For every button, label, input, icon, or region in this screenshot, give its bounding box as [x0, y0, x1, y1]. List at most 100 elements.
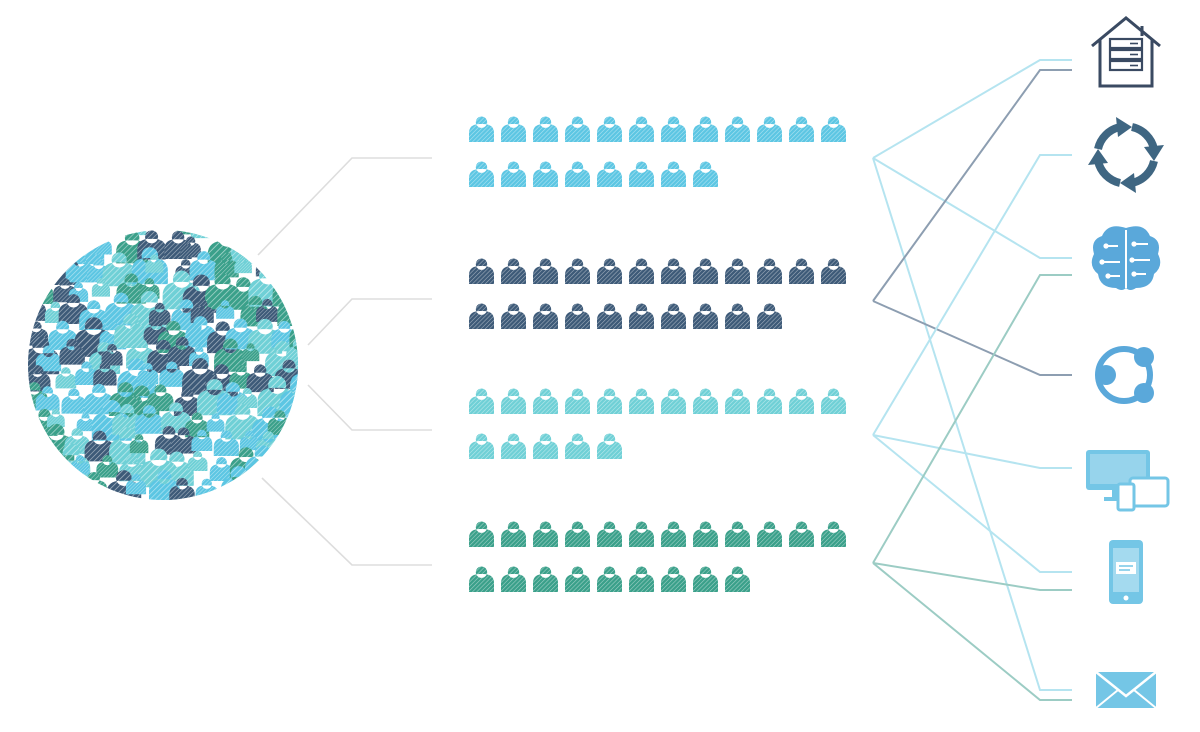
- segment-navy: [469, 258, 846, 329]
- segment-person: [821, 388, 846, 414]
- segment-aqua: [469, 388, 846, 459]
- segment-person: [661, 521, 686, 547]
- crowd-connector-1: [257, 157, 432, 256]
- segment-person: [597, 161, 622, 187]
- crowd-person: [291, 408, 298, 433]
- crowd-person: [96, 455, 119, 478]
- crowd-person: [28, 294, 47, 321]
- segment-person: [725, 521, 750, 547]
- segment-person: [565, 521, 590, 547]
- crowd-person: [272, 271, 298, 307]
- crowd-person: [190, 299, 214, 323]
- crowd-person: [187, 450, 208, 472]
- segment-person: [469, 566, 494, 592]
- link-10: [872, 562, 1072, 591]
- crowd-person: [216, 300, 235, 319]
- segment-person: [565, 388, 590, 414]
- segment-person: [661, 258, 686, 284]
- segment-person: [597, 388, 622, 414]
- segment-person: [725, 388, 750, 414]
- mobile-phone-icon: [1109, 540, 1143, 604]
- crowd-person: [189, 251, 219, 281]
- crowd-person: [239, 430, 259, 451]
- segment-person: [725, 116, 750, 142]
- segment-person: [501, 161, 526, 187]
- segment-person: [565, 303, 590, 329]
- segment-person: [533, 388, 558, 414]
- crowd-person: [61, 388, 87, 414]
- segment-teal: [469, 521, 846, 592]
- link-6: [872, 154, 1072, 436]
- link-3: [872, 157, 1072, 691]
- crowd-person: [246, 364, 274, 393]
- crowd-person: [109, 427, 146, 465]
- crowd-connector-3: [307, 384, 432, 431]
- segment-person: [757, 521, 782, 547]
- crowd-person: [170, 427, 197, 454]
- share-network-icon: [1095, 346, 1154, 404]
- segment-person: [469, 388, 494, 414]
- segment-person: [565, 433, 590, 459]
- segment-person: [533, 433, 558, 459]
- segment-person: [533, 161, 558, 187]
- crowd-person: [55, 367, 77, 389]
- crowd-person: [169, 477, 195, 500]
- link-2: [872, 157, 1072, 259]
- crowd-person: [65, 253, 94, 283]
- crowd-person: [209, 457, 234, 482]
- segment-person: [629, 116, 654, 142]
- segment-person: [629, 161, 654, 187]
- segment-to-channel-links: [872, 59, 1072, 701]
- segment-person: [597, 433, 622, 459]
- crowd-person: [125, 230, 147, 236]
- segment-person: [469, 433, 494, 459]
- email-envelope-icon: [1095, 671, 1157, 709]
- crowd-person: [159, 361, 185, 387]
- ai-brain-icon: [1091, 226, 1161, 290]
- segment-person: [501, 521, 526, 547]
- segment-person: [501, 116, 526, 142]
- crowd-person: [28, 278, 54, 304]
- crowd-person: [35, 345, 62, 372]
- crowd-person: [213, 430, 239, 456]
- link-7: [872, 434, 1072, 469]
- segment-person: [597, 258, 622, 284]
- segment-person: [693, 388, 718, 414]
- crowd-person: [255, 256, 276, 277]
- segment-person: [565, 258, 590, 284]
- segment-person: [661, 388, 686, 414]
- house-server-icon: [1091, 16, 1161, 88]
- segment-person: [629, 388, 654, 414]
- segment-person: [757, 388, 782, 414]
- crowd-person: [214, 252, 239, 278]
- segment-person: [693, 161, 718, 187]
- multi-device-icon: [1086, 450, 1170, 512]
- crowd-person: [147, 384, 174, 412]
- segment-light-blue: [469, 116, 846, 187]
- crowd-person: [150, 211, 169, 230]
- crowd-person: [75, 361, 99, 385]
- crowd-person: [160, 402, 192, 434]
- channel-icons: [1086, 16, 1170, 709]
- link-11: [872, 562, 1072, 701]
- link-5: [872, 300, 1072, 376]
- segment-person: [533, 521, 558, 547]
- segment-person: [501, 566, 526, 592]
- segment-person: [501, 388, 526, 414]
- segment-person: [597, 521, 622, 547]
- segment-person: [789, 521, 814, 547]
- crowd-person: [76, 413, 95, 432]
- segment-person: [725, 303, 750, 329]
- crowd-person: [256, 298, 279, 322]
- segment-person: [693, 258, 718, 284]
- crowd-person: [112, 403, 143, 435]
- segment-person: [629, 566, 654, 592]
- link-4: [872, 69, 1072, 302]
- crowd-person: [101, 344, 123, 366]
- crowd-person: [214, 338, 247, 372]
- crowd-to-segment-connectors: [257, 157, 432, 566]
- segment-person: [725, 566, 750, 592]
- crowd-person: [93, 361, 117, 386]
- segment-person: [693, 116, 718, 142]
